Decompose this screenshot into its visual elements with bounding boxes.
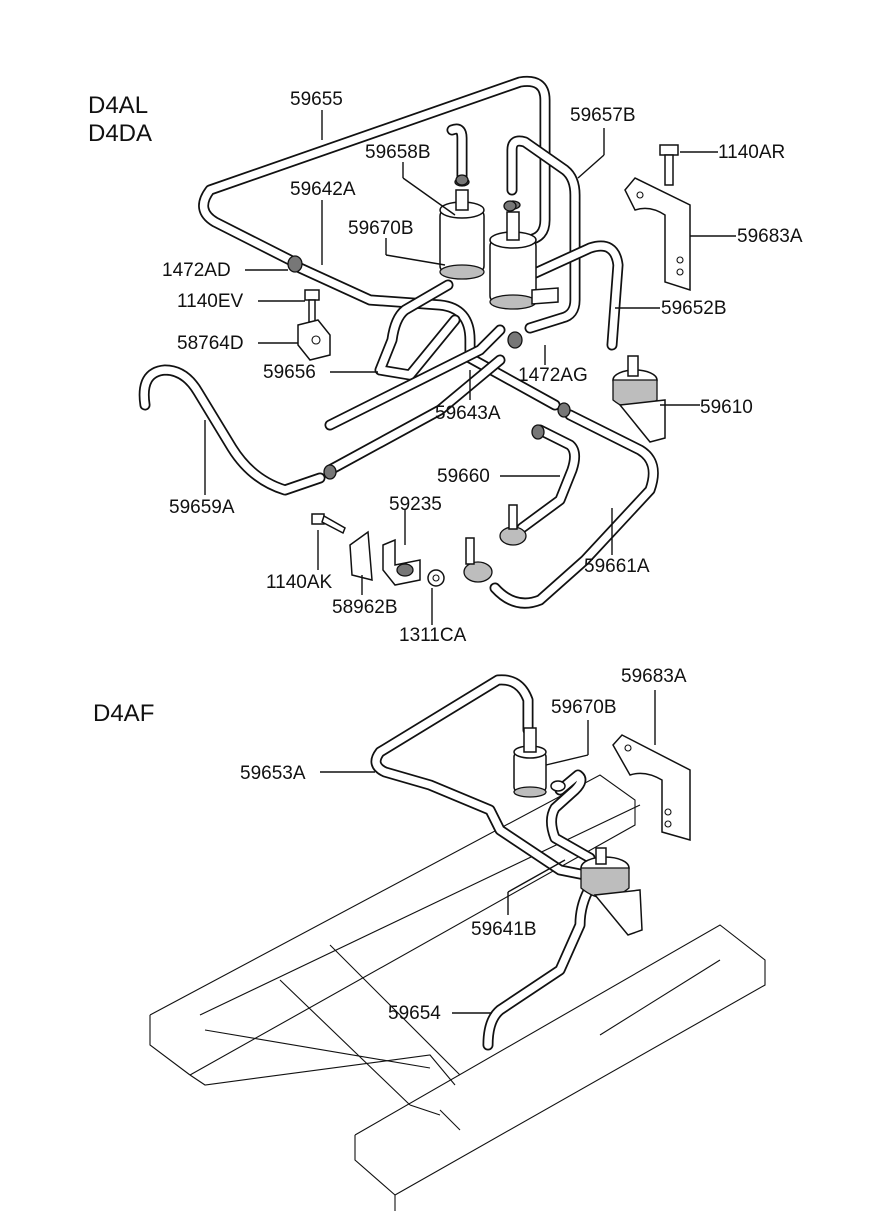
bracket-59683A-top <box>624 177 691 292</box>
block-58764D <box>297 319 331 361</box>
clamp-1472AG <box>507 331 523 349</box>
bolt-1140AK <box>311 513 346 535</box>
label-59641B[interactable]: 59641B <box>471 919 537 940</box>
clamp-1472AD <box>287 255 303 273</box>
bracket-59235 <box>382 538 421 586</box>
bolt-1140EV <box>304 289 320 323</box>
label-59657B[interactable]: 59657B <box>570 105 636 126</box>
label-59660[interactable]: 59660 <box>437 466 490 487</box>
engine-code-d4af: D4AF <box>93 700 155 727</box>
label-59670B-top[interactable]: 59670B <box>348 218 414 239</box>
label-1140AK[interactable]: 1140AK <box>266 572 333 593</box>
hose-59657B <box>506 135 581 334</box>
canister-59670B-top <box>439 177 485 280</box>
solenoid-59661A <box>463 537 493 583</box>
bracket-58962B <box>349 530 373 581</box>
label-59683A-top[interactable]: 59683A <box>737 226 803 247</box>
engine-code-d4da: D4DA <box>88 120 153 147</box>
label-58962B[interactable]: 58962B <box>332 597 398 618</box>
canister-top-right <box>489 200 559 310</box>
hose-59655 <box>198 75 551 266</box>
solenoid-59660 <box>499 504 527 546</box>
bracket-59683A-bottom <box>612 734 691 841</box>
leader-lines-bottom <box>320 690 656 1014</box>
label-59683A-bottom[interactable]: 59683A <box>621 666 687 687</box>
canister-59670B-bottom <box>513 727 566 798</box>
hose-59659A <box>138 364 326 496</box>
label-59653A[interactable]: 59653A <box>240 763 306 784</box>
label-59610[interactable]: 59610 <box>700 397 753 418</box>
hose-59656 <box>374 279 461 381</box>
label-58764D[interactable]: 58764D <box>177 333 244 354</box>
engine-code-d4al: D4AL <box>88 92 149 119</box>
label-1140AR[interactable]: 1140AR <box>718 142 786 163</box>
hose-59661A <box>489 409 659 609</box>
hose-59643A <box>324 324 506 476</box>
label-1311CA[interactable]: 1311CA <box>399 625 467 646</box>
label-1472AG[interactable]: 1472AG <box>518 365 588 386</box>
nut-1311CA <box>427 569 445 587</box>
hose-59654 <box>482 874 601 1051</box>
label-59235[interactable]: 59235 <box>389 494 442 515</box>
hose-59641B <box>546 769 596 864</box>
label-59652B[interactable]: 59652B <box>661 298 727 319</box>
leader-lines-top <box>204 110 736 625</box>
clamp-misc <box>323 174 571 480</box>
label-59658B[interactable]: 59658B <box>365 142 431 163</box>
hose-59652B <box>514 240 624 351</box>
label-59661A[interactable]: 59661A <box>584 556 650 577</box>
label-59643A[interactable]: 59643A <box>435 403 501 424</box>
label-59656[interactable]: 59656 <box>263 362 316 383</box>
hose-59660 <box>516 424 581 534</box>
bolt-1140AR <box>659 144 679 186</box>
label-1472AD[interactable]: 1472AD <box>162 260 231 281</box>
hose-59642A <box>294 262 561 411</box>
actuator-59610 <box>612 355 666 443</box>
label-59655[interactable]: 59655 <box>290 89 343 110</box>
label-59670B-bottom[interactable]: 59670B <box>551 697 617 718</box>
actuator-bottom <box>580 847 643 936</box>
label-1140EV[interactable]: 1140EV <box>177 291 244 312</box>
label-59659A[interactable]: 59659A <box>169 497 235 518</box>
label-59654[interactable]: 59654 <box>388 1003 441 1024</box>
hose-59658B <box>446 123 468 184</box>
hose-59653A <box>370 674 591 881</box>
label-59642A[interactable]: 59642A <box>290 179 356 200</box>
chassis-frame <box>149 774 766 1211</box>
